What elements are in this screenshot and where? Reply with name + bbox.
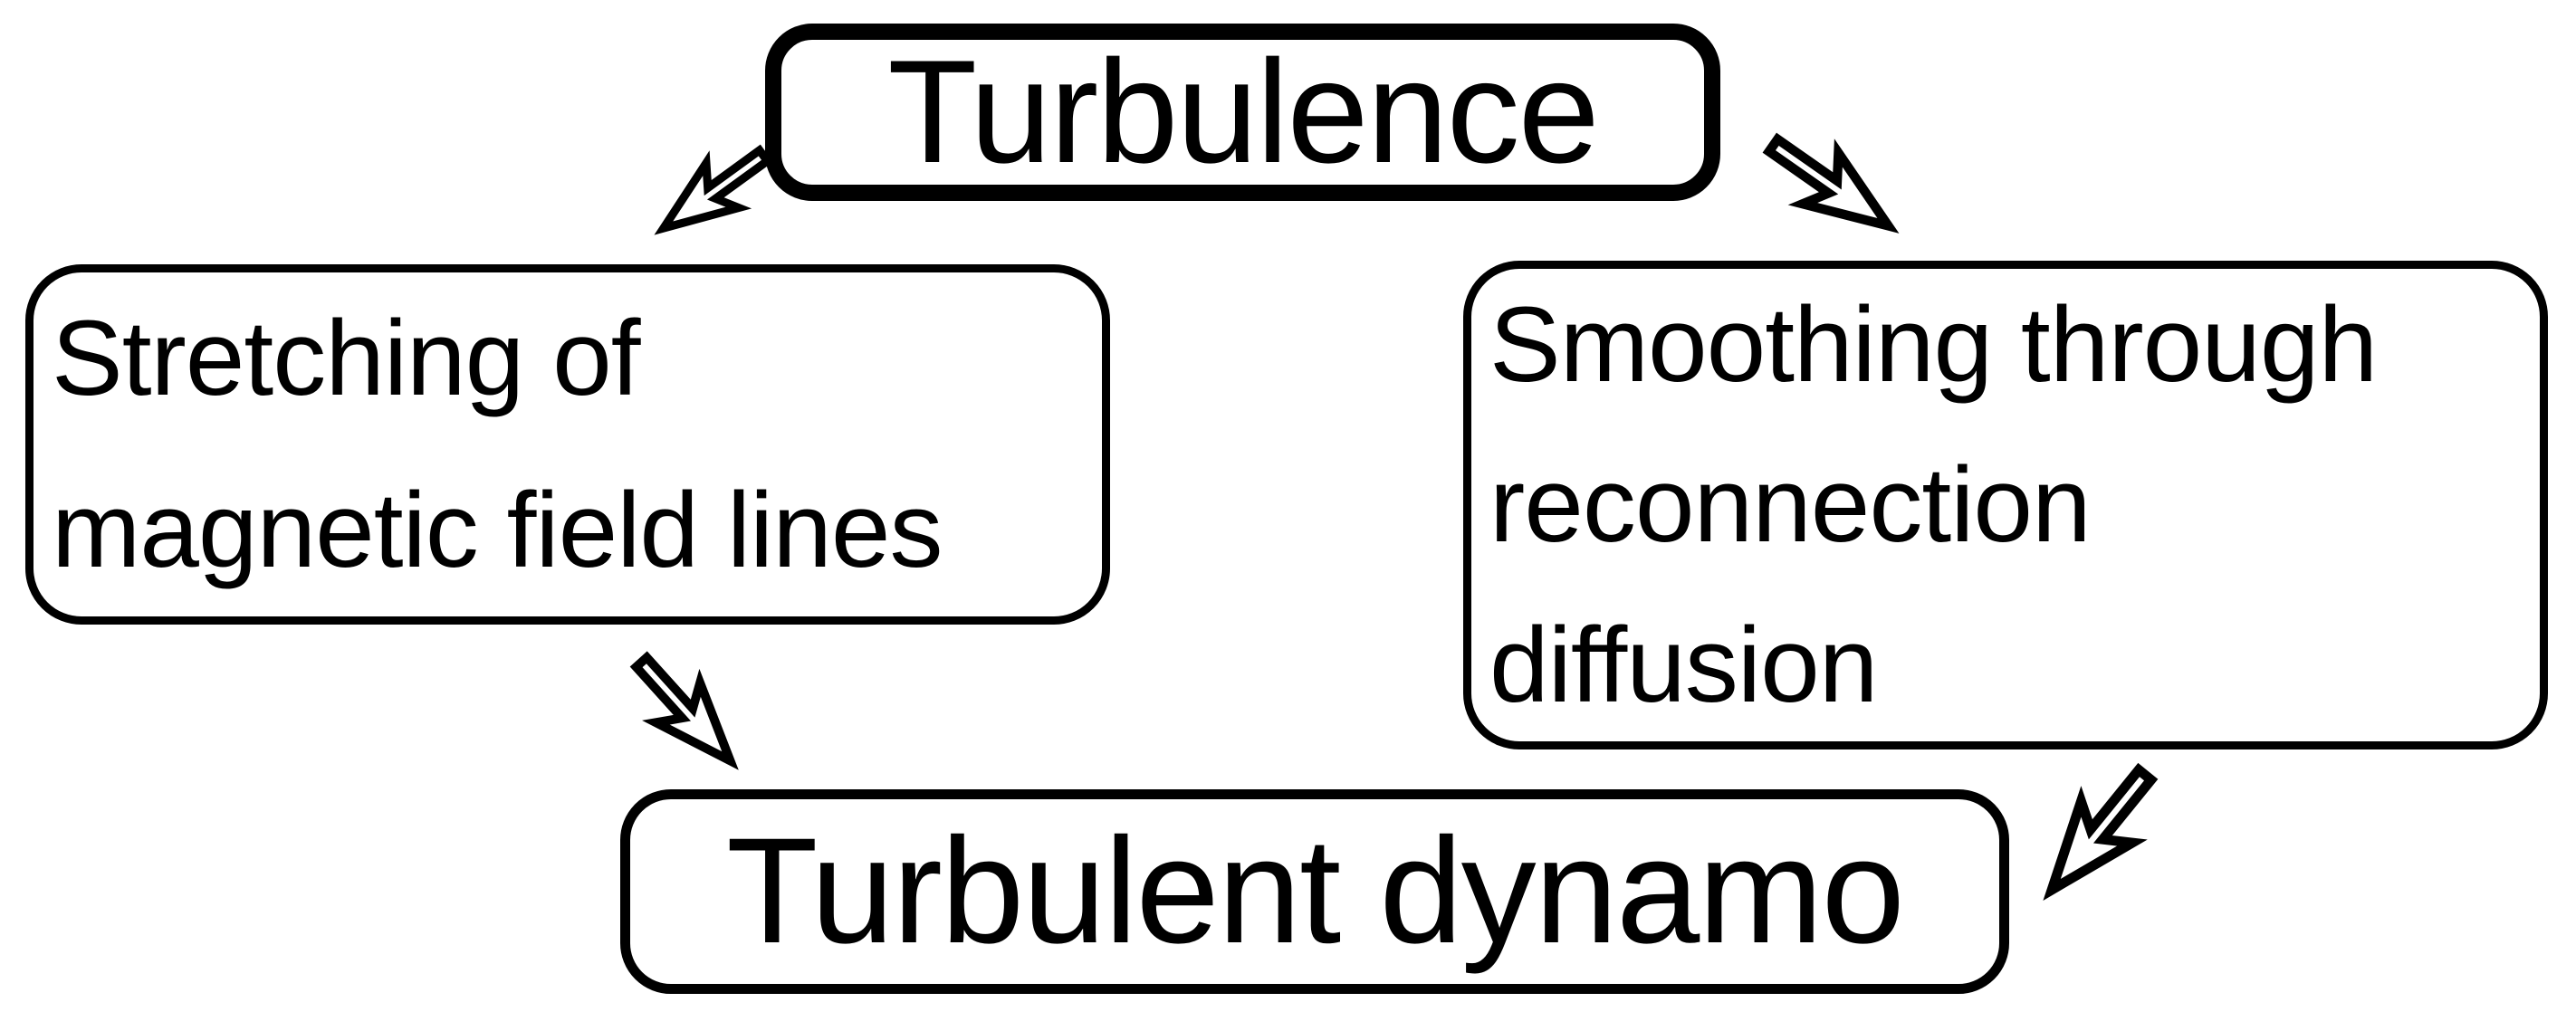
- node-turbulent-dynamo-label: Turbulent dynamo: [726, 807, 1905, 975]
- node-smoothing-label-line-1: Smoothing through: [1489, 284, 2378, 405]
- node-turbulence-label: Turbulence: [887, 30, 1599, 194]
- node-turbulent-dynamo: Turbulent dynamo: [620, 789, 2009, 994]
- node-stretching: Stretching of magnetic field lines: [25, 264, 1110, 625]
- arrow-turbulence-to-smoothing-icon: [1762, 132, 1900, 234]
- node-smoothing: Smoothing through reconnection diffusion: [1463, 261, 2548, 749]
- node-stretching-label-line-1: Stretching of: [52, 299, 640, 418]
- arrow-smoothing-to-dynamo-icon: [2043, 762, 2159, 901]
- node-smoothing-label-line-2: reconnection: [1489, 444, 2092, 565]
- node-stretching-label-line-2: magnetic field lines: [52, 471, 943, 590]
- arrow-turbulence-to-stretching-icon: [654, 144, 773, 235]
- node-smoothing-label-line-3: diffusion: [1489, 605, 1878, 725]
- node-turbulence: Turbulence: [765, 24, 1720, 201]
- arrow-stretching-to-dynamo-icon: [629, 651, 739, 770]
